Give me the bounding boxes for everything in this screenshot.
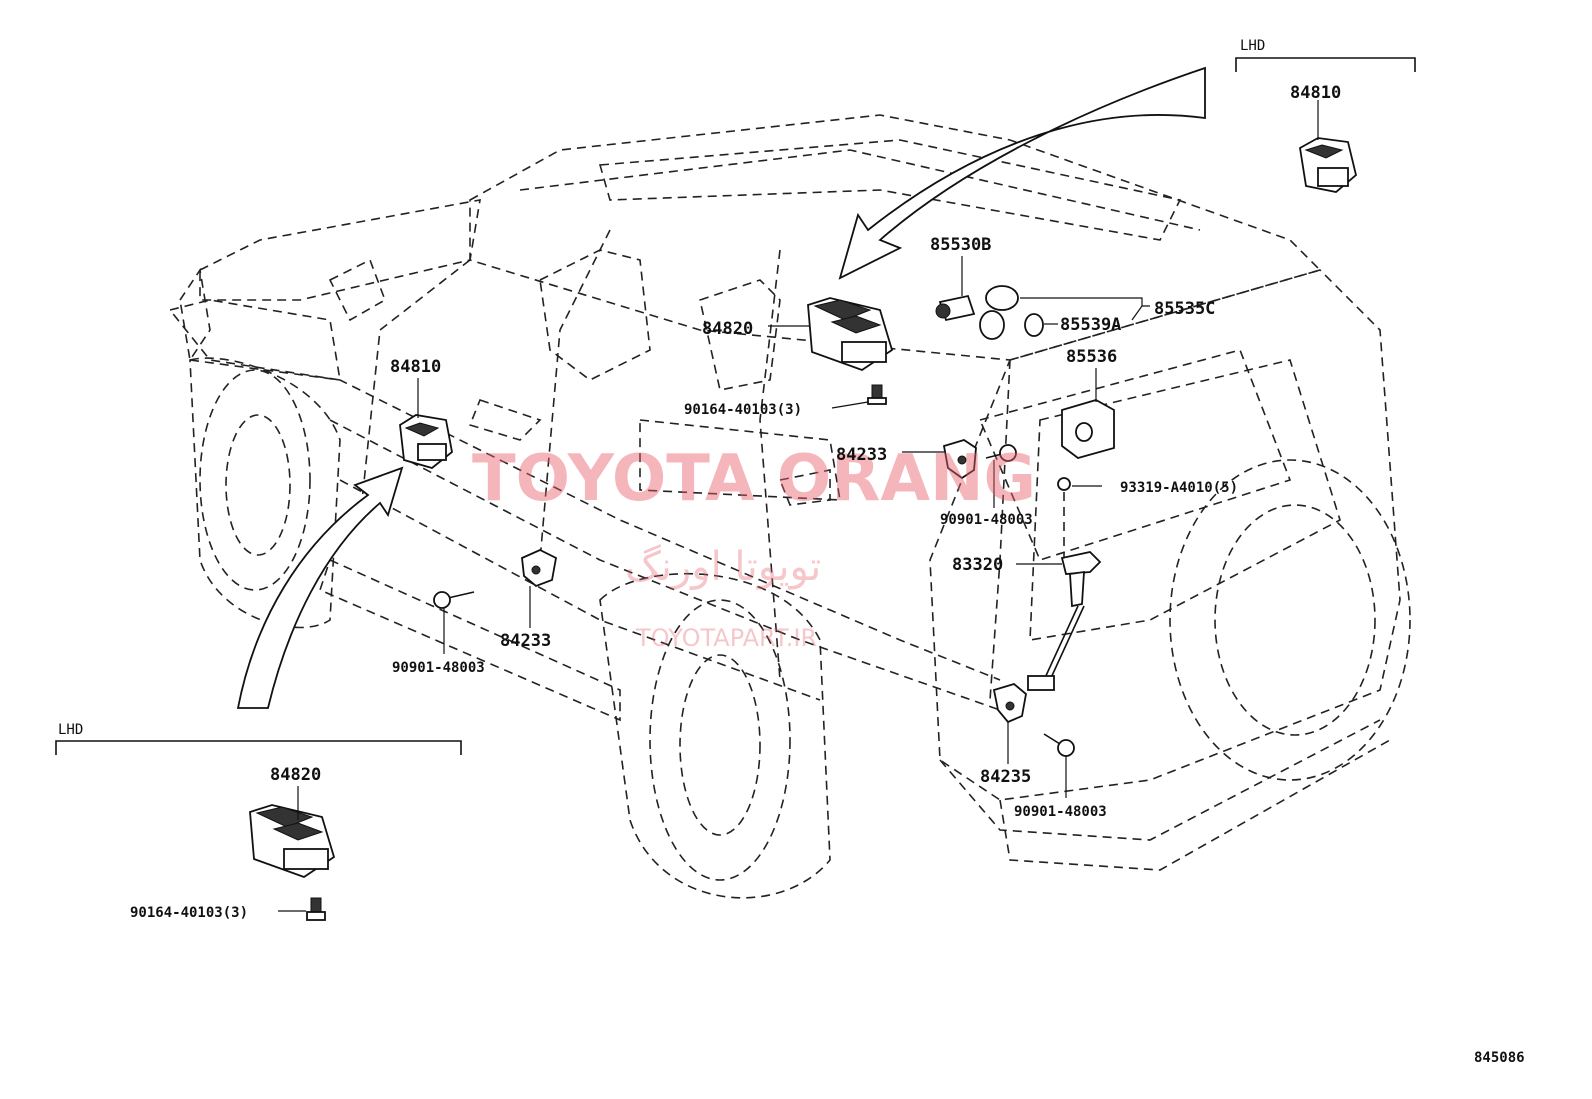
label-90901-left: 90901-48003 <box>392 660 485 676</box>
socket-85535c <box>979 285 1150 340</box>
switch-84810-lhd <box>1299 100 1358 193</box>
watermark-brand: TOYOTA ORANG <box>472 442 1036 516</box>
clip-93319 <box>1057 477 1102 560</box>
label-84820: 84820 <box>702 319 753 339</box>
label-90901-mid: 90901-48003 <box>940 512 1033 528</box>
switch-84235 <box>992 682 1027 764</box>
label-93319: 93319-A4010(5) <box>1120 480 1238 496</box>
label-85539a: 85539A <box>1060 315 1121 335</box>
label-84233-right: 84233 <box>836 445 887 465</box>
label-84235: 84235 <box>980 767 1031 787</box>
watermark: TOYOTA ORANG تویوتا اورنگ TOYOTAPART.IR <box>472 442 1036 652</box>
housing-85536 <box>1061 368 1115 459</box>
label-90901-rear: 90901-48003 <box>1014 804 1107 820</box>
bolt-90901-rear <box>1043 733 1075 798</box>
bolt-90901-mid <box>985 444 1017 508</box>
label-90164-lhd: 90164-40103(3) <box>130 905 248 921</box>
label-84810: 84810 <box>390 357 441 377</box>
label-85536: 85536 <box>1066 347 1117 367</box>
switch-84233-right <box>902 439 977 480</box>
lhd-bracket-bottom: LHD <box>55 722 462 755</box>
diagram-id: 845086 <box>1474 1050 1525 1066</box>
label-84820-lhd: 84820 <box>270 765 321 785</box>
screw-90164 <box>831 384 887 409</box>
label-84810-lhd: 84810 <box>1290 83 1341 103</box>
pointer-arrow-top <box>838 66 1206 280</box>
switch-84820 <box>768 297 894 372</box>
label-85530b: 85530B <box>930 235 991 255</box>
part-labels: 84810 84810 84820 84820 85530B 85535C 85… <box>130 83 1525 1066</box>
lhd-label-bottom: LHD <box>58 722 83 738</box>
vehicle-outline <box>168 114 1411 899</box>
watermark-persian: تویوتا اورنگ <box>625 544 821 590</box>
pointer-arrow-left <box>236 466 404 709</box>
switch-84810 <box>399 378 453 469</box>
label-84233-left: 84233 <box>500 631 551 651</box>
bulb-85530b <box>935 256 976 322</box>
label-90164: 90164-40103(3) <box>684 402 802 418</box>
lhd-label-top: LHD <box>1240 38 1265 54</box>
bolt-90901-left <box>433 591 475 654</box>
switch-84820-lhd <box>249 786 336 879</box>
label-83320: 83320 <box>952 555 1003 575</box>
screw-90164-lhd <box>278 897 326 921</box>
label-85535c: 85535C <box>1154 299 1215 319</box>
sensor-83320 <box>1016 551 1102 691</box>
switch-84233-left <box>521 549 558 628</box>
ring-85539a <box>1024 305 1143 337</box>
lhd-bracket-top: LHD <box>1235 38 1416 72</box>
watermark-url: TOYOTAPART.IR <box>635 624 817 652</box>
